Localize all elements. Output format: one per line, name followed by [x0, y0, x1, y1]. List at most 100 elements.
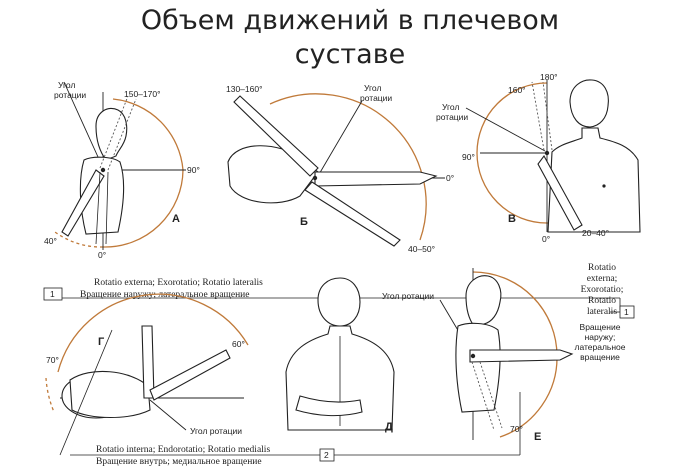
panel-e: Угол ротации 70° Е Rotatio externa; Exor… — [382, 263, 626, 443]
box-1-number: 1 — [50, 289, 55, 299]
panel-e-arm-forward — [469, 349, 574, 363]
box-2-caption: 2 Rotatio interna; Endorotatio; Rotatio … — [70, 392, 521, 466]
panel-b-arc — [269, 93, 427, 241]
panel-e-ext-5: lateralis — [587, 307, 617, 317]
slide-title: Объем движений в плечевом суставе — [0, 4, 700, 72]
panel-v-head — [569, 79, 609, 128]
panel-d-arm-behind — [295, 395, 363, 417]
panel-e-letter: Е — [534, 431, 541, 443]
panel-b-letter: Б — [300, 216, 308, 228]
panel-a-torso — [79, 156, 125, 235]
panel-a-flexion-arc — [112, 98, 184, 171]
box-1-caption: 1 Rotatio externa; Exorotatio; Rotatio l… — [43, 278, 635, 319]
panel-a-angle-bottom-left: 40° — [44, 236, 57, 246]
panel-b-angle-top: 130–160° — [226, 84, 263, 94]
box-2-latin: Rotatio interna; Endorotatio; Rotatio me… — [96, 445, 270, 455]
panel-v-arc-lower — [476, 152, 548, 224]
box-2-russian: Вращение внутрь; медиальное вращение — [96, 457, 262, 466]
panel-v: 180° 160° Угол ротации 90° 0° 20–40° В — [436, 72, 641, 244]
panel-v-angle-bottom: 0° — [542, 234, 550, 244]
box-2-number: 2 — [324, 450, 329, 460]
panel-e-arc-lower — [499, 355, 558, 438]
panel-a-head — [95, 107, 128, 161]
panel-a-rotation-label-1: Угол — [58, 80, 75, 90]
panel-a-angle-bottom: 0° — [98, 250, 106, 260]
panel-g-rotation-label: Угол ротации — [190, 426, 242, 436]
panel-v-letter: В — [508, 213, 516, 225]
panel-v-arm-down — [537, 154, 583, 231]
panel-e-ru-3: латеральное — [574, 342, 625, 352]
panel-a-arm-back — [61, 169, 105, 237]
panel-v-angle-left: 90° — [462, 152, 475, 162]
panel-b-arm-up — [233, 95, 319, 177]
panel-b-rotation-label-1: Угол — [364, 83, 381, 93]
panel-a-extension-arc — [102, 169, 184, 248]
panel-a-arm-front — [95, 171, 109, 245]
panel-e-joint-center — [470, 353, 476, 359]
panel-g-angle-right: 60° — [232, 339, 245, 349]
title-line-1: Объем движений в плечевом — [140, 5, 560, 36]
box-1-russian: Вращение наружу; латеральное вращение — [80, 290, 249, 300]
panel-b-shoulder — [227, 145, 319, 204]
panel-g-pointer — [149, 399, 187, 431]
panel-g-shoulder — [69, 370, 151, 419]
panel-b-rotation-label-2: ротации — [360, 93, 392, 103]
box-1-number-box — [43, 287, 63, 301]
panel-e-arm-down — [471, 361, 503, 431]
panel-d-head — [317, 277, 361, 327]
panel-a: Угол ротации 150–170° 90° 40° 0° А — [44, 80, 200, 260]
box-1-latin: Rotatio externa; Exorotatio; Rotatio lat… — [94, 278, 263, 288]
panel-g-leader-down — [59, 329, 113, 456]
panel-a-pointer — [63, 81, 104, 169]
box-1-number-box-right — [619, 305, 635, 319]
panel-g-angle-left: 70° — [46, 355, 59, 365]
panel-g-forearm-rotated — [149, 349, 231, 401]
panel-a-back-arc — [54, 231, 104, 248]
panel-v-nipple — [602, 184, 606, 188]
panel-d-letter: Д — [385, 421, 393, 433]
panel-b: 130–160° Угол ротации 0° 40–50° Б — [226, 83, 454, 254]
panel-b-pointer — [317, 100, 363, 177]
panel-e-head — [465, 275, 502, 327]
panel-g-arc — [57, 293, 249, 373]
panel-e-external-text: Rotatio externa; Exorotatio; Rotatio lat… — [574, 263, 625, 362]
panel-a-letter: А — [172, 213, 180, 225]
panel-b-angle-right: 0° — [446, 173, 454, 183]
panel-v-angle-top: 180° — [540, 72, 558, 82]
panel-e-ext-1: Rotatio — [588, 263, 616, 273]
panel-g: 70° 60° Угол ротации Г — [45, 293, 249, 456]
panel-e-ext-3: Exorotatio; — [581, 285, 624, 295]
panel-e-ru-1: Вращение — [580, 322, 621, 332]
panel-e-ru-4: вращение — [580, 352, 620, 362]
panel-v-rotation-label-1: Угол — [442, 102, 459, 112]
panel-a-joint-center — [100, 167, 106, 173]
panel-v-arm-raised — [531, 81, 553, 151]
panel-g-letter: Г — [98, 336, 105, 348]
panel-e-ext-4: Rotatio — [588, 296, 616, 306]
panel-v-joint-center — [544, 150, 550, 156]
panel-v-rotation-label-2: ротации — [436, 112, 468, 122]
panel-v-angle-top-left: 160° — [508, 85, 526, 95]
panel-g-arc-dashed — [45, 377, 55, 413]
panel-a-angle-right: 90° — [187, 165, 200, 175]
panel-v-pointer — [465, 107, 546, 152]
panel-e-arc-upper — [472, 271, 558, 357]
panel-b-arm-down — [304, 181, 401, 247]
panel-e-ext-2: externa; — [587, 274, 618, 284]
panel-g-forearm-up — [141, 325, 155, 399]
panel-v-angle-bottom-right: 20–40° — [582, 228, 609, 238]
box-2-number-box — [319, 448, 335, 462]
panel-b-joint-center — [312, 175, 318, 181]
panel-e-torso — [455, 322, 501, 413]
panel-v-arc-upper — [476, 82, 548, 154]
panel-e-rotation-label: Угол ротации — [382, 291, 434, 301]
panel-b-angle-bottom: 40–50° — [408, 244, 435, 254]
panel-a-angle-top: 150–170° — [124, 89, 161, 99]
panel-e-angle-bottom: 70° — [510, 424, 523, 434]
panel-b-arm-forward — [314, 171, 438, 187]
box-1-number-right: 1 — [624, 307, 629, 317]
title-line-2: суставе — [294, 39, 406, 70]
panel-d: Д — [285, 277, 395, 433]
panel-a-rotation-label-2: ротации — [54, 90, 86, 100]
